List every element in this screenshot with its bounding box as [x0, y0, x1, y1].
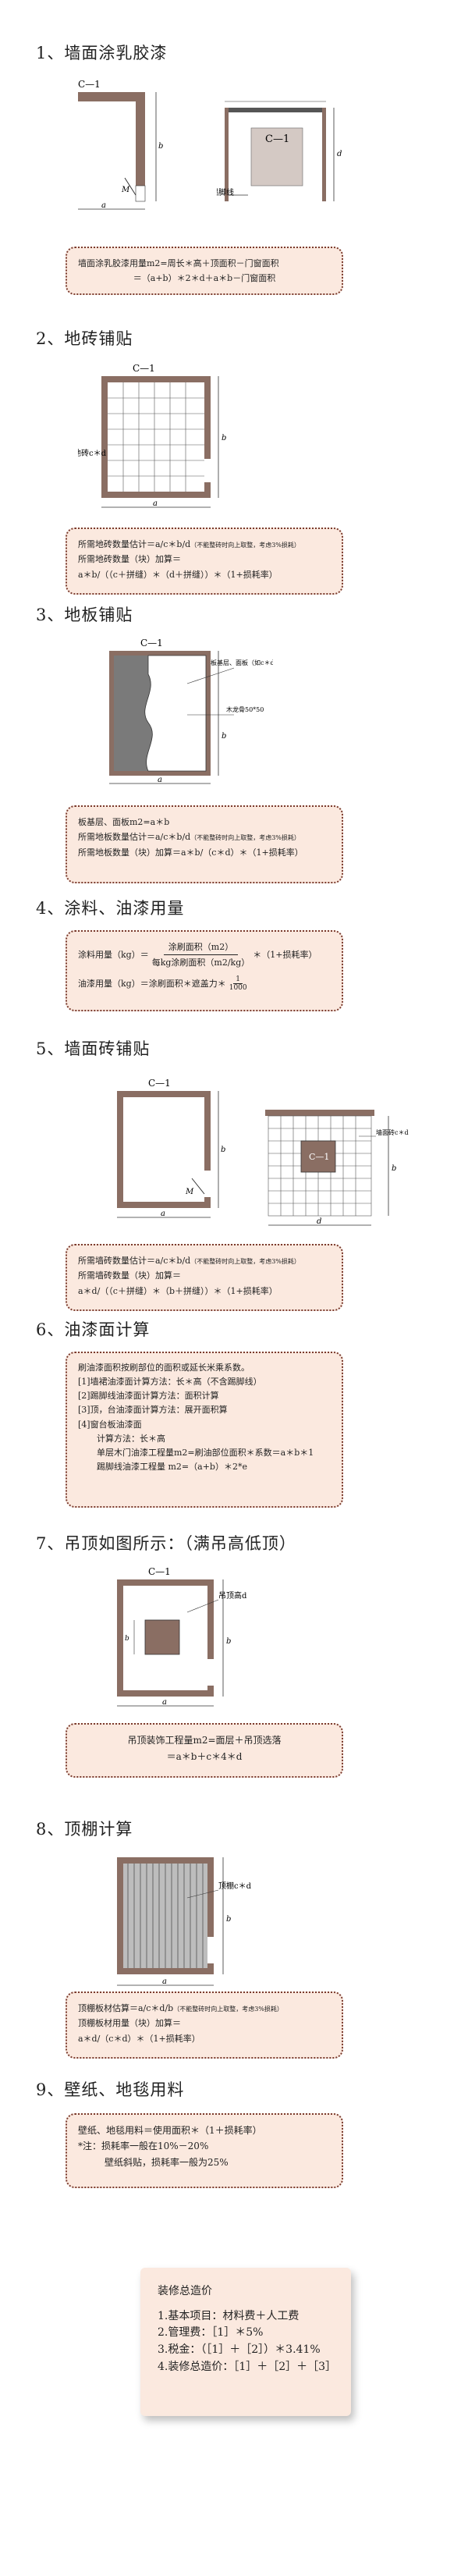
formula-line: 刷油漆面积按刷部位的面积或延长米乘系数。: [78, 1363, 250, 1373]
formula-line: ＝（a+b）＊2＊d＋a＊b－门窗面积: [133, 273, 276, 284]
formula-line: 单层木门油漆工程量m2=刷油部位面积＊系数＝a＊b＊1: [97, 1447, 314, 1458]
formula-line: 所需地砖数量估计＝a/c＊b/d（不能整砖时向上取整，考虑3%损耗）: [78, 539, 300, 549]
formula-line: 壁纸斜贴，损耗率一般为25%: [105, 2156, 229, 2168]
floor-tile-formula-box: 所需地砖数量估计＝a/c＊b/d（不能整砖时向上取整，考虑3%损耗） 所需地砖数…: [66, 528, 343, 595]
wall-paint-plan-diagram: C—1 M b a: [78, 79, 163, 210]
formula-line: 油漆用量（kg）＝涂刷面积＊遮盖力＊ 1 1000: [78, 975, 247, 993]
section-title-3: 3、地板铺贴: [36, 606, 133, 624]
window-label-c1: C—1: [133, 363, 155, 374]
formula-line: 板基层、面板m2=a＊b: [78, 817, 170, 827]
formula-line: 所需地板数量（块）加算＝a＊b/（c＊d）＊（1+损耗率）: [78, 847, 303, 858]
ceiling-panel-formula-box: 顶棚板材估算＝a/c＊d/b（不能整砖时向上取整，考虑3%损耗） 顶棚板材用量（…: [66, 1992, 343, 2059]
floor-tile-diagram: C—1 地砖c＊d b a: [78, 363, 226, 508]
formula-line: 所需墙砖数量估计＝a/c＊b/d（不能整砖时向上取整，考虑3%损耗）: [78, 1256, 300, 1266]
formula-line: 涂料用量（kg）＝ 涂刷面积（m2） 每kg涂刷面积（m2/kg） ＊（1+损耗…: [78, 940, 331, 971]
section-title-2: 2、地砖铺贴: [36, 329, 133, 348]
formula-line: ＝a＊b＋c＊4＊d: [166, 1751, 243, 1762]
formula-line: [3]顶，台油漆面计算方法：展开面积算: [78, 1405, 228, 1416]
section-title-4: 4、涂料、油漆用量: [36, 899, 185, 918]
dim-d-label: d: [317, 1217, 321, 1226]
wall-paint-elevation-diagram: C—1 踢脚线 d: [217, 101, 342, 201]
ceiling-diagram: C—1 b 吊顶高d b a: [117, 1566, 247, 1707]
dim-a-label: a: [162, 1977, 167, 1986]
wall-tile-elevation-diagram: C—1 墙面砖c＊d b d: [265, 1110, 409, 1226]
dim-a-label: a: [161, 1210, 165, 1218]
dim-a-label: a: [162, 1698, 167, 1707]
dim-a-label: a: [158, 776, 162, 784]
total-cost-line: 4.装修总造价：［1］＋［2］＋［3］: [158, 2360, 337, 2373]
formula-line: 所需地砖数量（块）加算＝: [78, 554, 181, 565]
section-title-1: 1、墙面涂乳胶漆: [36, 44, 168, 62]
formula-line: [1]墙裙油漆面计算方法：长＊高（不含踢脚线）: [78, 1377, 262, 1387]
formula-line: a＊d/（c＊d）＊（1+损耗率）: [78, 2033, 200, 2044]
skirting-label: 踢脚线: [217, 187, 234, 197]
paint-usage-formula-box: 涂料用量（kg）＝ 涂刷面积（m2） 每kg涂刷面积（m2/kg） ＊（1+损耗…: [66, 930, 343, 1011]
section-title-9: 9、壁纸、地毯用料: [36, 2080, 185, 2099]
dim-b-label: b: [158, 142, 163, 151]
section-title-8: 8、顶棚计算: [36, 1820, 133, 1839]
window-label-c1: C—1: [140, 638, 163, 648]
wall-paint-formula-box: 墙面涂乳胶漆用量m2=周长＊高＋顶面积－门窗面积 ＝（a+b）＊2＊d＋a＊b－…: [66, 247, 343, 295]
dim-c-label: b: [125, 1635, 129, 1643]
wallpaper-carpet-formula-box: 壁纸、地毯用料＝使用面积＊（1＋损耗率） *注：损耗率一般在10%－20% 壁纸…: [66, 2113, 343, 2188]
dim-b-label: b: [221, 1146, 225, 1154]
section-title-5: 5、墙面砖铺贴: [36, 1039, 151, 1058]
total-cost-box: 装修总造价 1.基本项目：材料费＋人工费 2.管理费：［1］＊5% 3.税金：（…: [140, 2268, 351, 2416]
ceiling-panel-diagram: 顶棚c＊d b a: [117, 1857, 252, 1986]
paint-surface-formula-box: 刷油漆面积按刷部位的面积或延长米乘系数。 [1]墙裙油漆面计算方法：长＊高（不含…: [66, 1352, 343, 1508]
floor-tile-label: 地砖c＊d: [78, 448, 107, 458]
window-label-c1: C—1: [78, 79, 101, 90]
dim-b-label: b: [222, 732, 226, 741]
formula-line: [4]窗台板油漆面: [78, 1419, 142, 1430]
total-cost-line: 1.基本项目：材料费＋人工费: [158, 2309, 300, 2322]
floor-board-diagram: C—1 板基层、面板（如c＊d） 木龙骨50*50 b a: [109, 638, 273, 784]
formula-line: 吊顶装饰工程量m2=面层＋吊顶选落: [127, 1735, 282, 1746]
dim-d-label: d: [337, 150, 342, 158]
total-cost-line: 2.管理费：［1］＊5%: [158, 2326, 264, 2340]
board-base-label: 板基层、面板（如c＊d）: [211, 659, 273, 666]
formula-line: 壁纸、地毯用料＝使用面积＊（1＋损耗率）: [78, 2125, 262, 2136]
dim-b-label: b: [392, 1164, 396, 1173]
formula-line: 踢脚线油漆工程量 m2=（a+b）＊2*e: [97, 1461, 247, 1472]
ceiling-height-label: 吊顶高d: [218, 1590, 247, 1601]
dim-b-label: b: [222, 434, 226, 442]
total-cost-title: 装修总造价: [158, 2285, 212, 2297]
dim-b-label: b: [226, 1915, 231, 1924]
formula-line: 墙面涂乳胶漆用量m2=周长＊高＋顶面积－门窗面积: [78, 258, 279, 268]
dim-a-label: a: [153, 499, 158, 508]
section-title-7: 7、吊顶如图所示：（满吊高低顶）: [36, 1534, 296, 1553]
window-c1-label: C—1: [265, 133, 289, 145]
formula-line: 顶棚板材估算＝a/c＊d/b（不能整砖时向上取整，考虑3%损耗）: [78, 2003, 283, 2013]
window-label-c1: C—1: [148, 1566, 171, 1577]
ceiling-panel-label: 顶棚c＊d: [218, 1881, 252, 1891]
formula-line: *注：损耗率一般在10%－20%: [78, 2141, 209, 2152]
formula-line: 所需墙砖数量（块）加算＝: [78, 1270, 181, 1281]
total-cost-line: 3.税金：（［1］＋［2］）＊3.41%: [158, 2343, 321, 2357]
formula-line: 计算方法：长＊高: [97, 1433, 165, 1444]
wall-tile-plan-diagram: C—1 M b a: [117, 1078, 225, 1218]
door-label-m: M: [185, 1188, 194, 1196]
door-label-m: M: [121, 186, 130, 194]
section-title-6: 6、油漆面计算: [36, 1320, 151, 1339]
keel-label: 木龙骨50*50: [226, 705, 264, 713]
formula-line: 所需地板数量估计＝a/c＊b/d（不能整砖时向上取整，考虑3%损耗）: [78, 832, 300, 843]
window-c1-label: C—1: [309, 1152, 329, 1162]
dim-a-label: a: [101, 201, 106, 210]
floor-board-formula-box: 板基层、面板m2=a＊b 所需地板数量估计＝a/c＊b/d（不能整砖时向上取整，…: [66, 805, 343, 883]
ceiling-formula-box: 吊顶装饰工程量m2=面层＋吊顶选落 ＝a＊b＋c＊4＊d: [66, 1723, 343, 1778]
formula-line: a＊d/（（c＋拼缝）＊（b＋拼缝））＊（1+损耗率）: [78, 1285, 278, 1296]
window-label-c1: C—1: [148, 1078, 171, 1089]
wall-tile-label: 墙面砖c＊d: [376, 1128, 409, 1136]
dim-b-label: b: [226, 1637, 231, 1646]
formula-line: a＊b/（（c＋拼缝）＊（d＋拼缝））＊（1+损耗率）: [78, 569, 278, 580]
formula-line: [2]踢脚线油漆面计算方法：面积计算: [78, 1391, 219, 1402]
formula-line: 顶棚板材用量（块）加算＝: [78, 2018, 181, 2029]
wall-tile-formula-box: 所需墙砖数量估计＝a/c＊b/d（不能整砖时向上取整，考虑3%损耗） 所需墙砖数…: [66, 1244, 343, 1311]
